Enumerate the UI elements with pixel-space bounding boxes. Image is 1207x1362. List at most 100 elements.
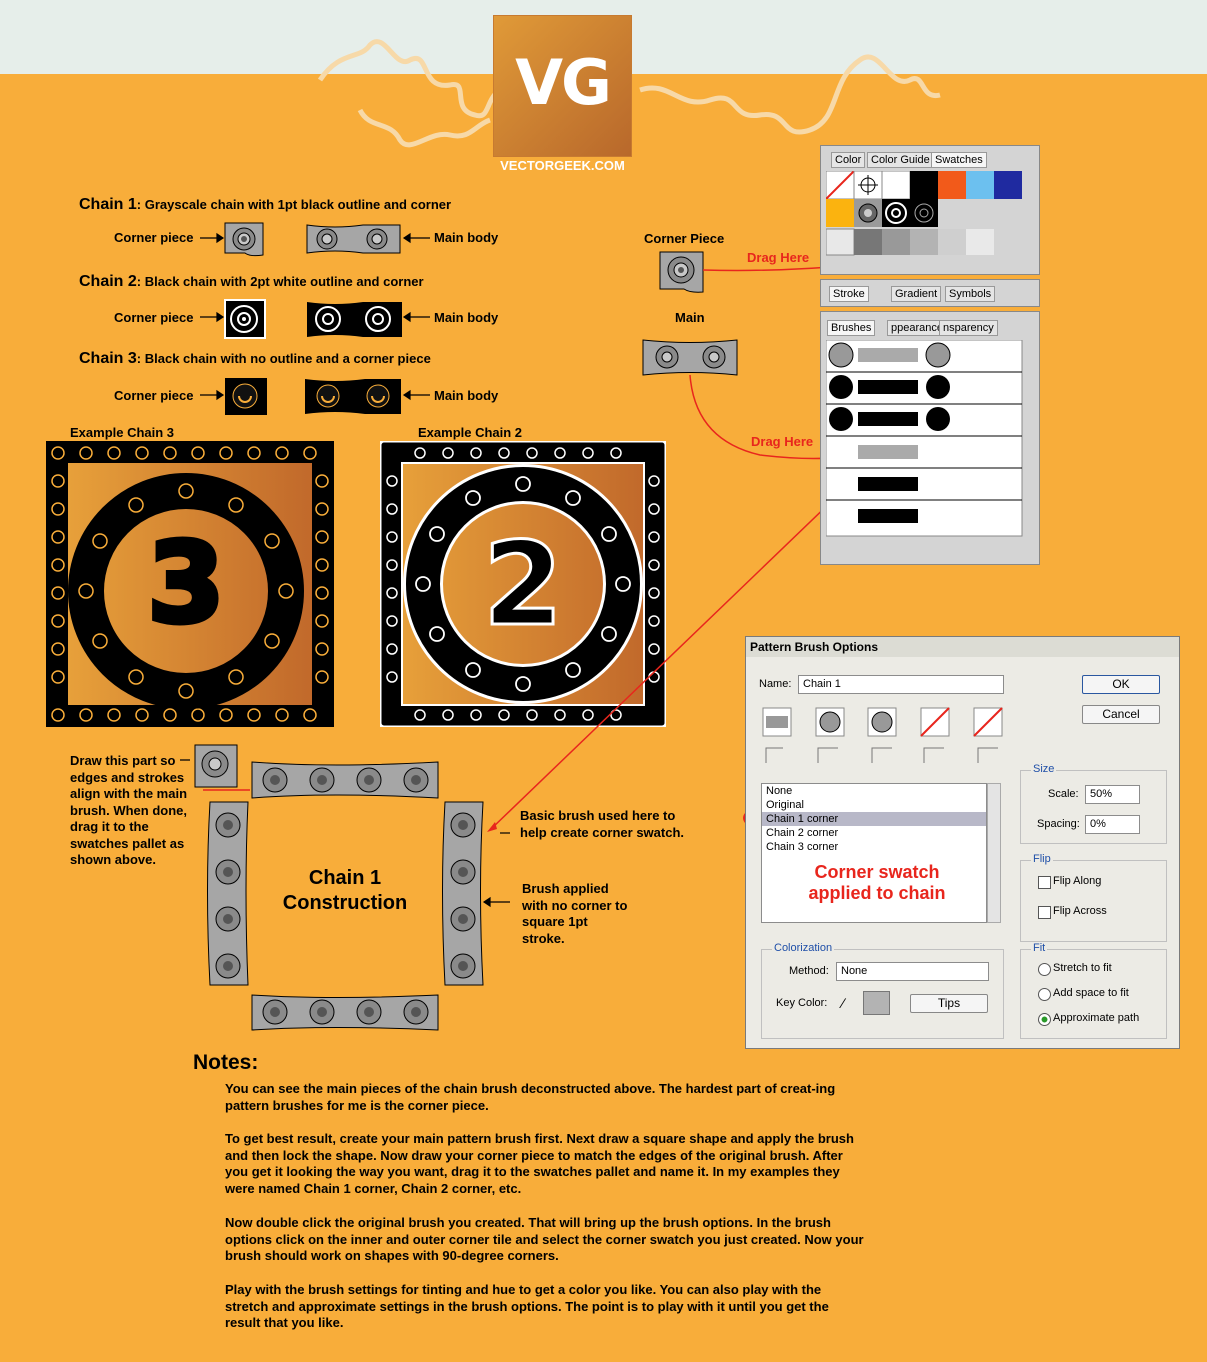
scale-label: Scale: [1048, 788, 1079, 800]
chain1-main-body [306, 224, 401, 254]
brush-list[interactable] [826, 340, 1026, 540]
ok-button[interactable]: OK [1082, 675, 1160, 694]
flip-title: Flip [1031, 853, 1053, 865]
chain2-corner-label: Corner piece [114, 310, 194, 325]
tile-list-item[interactable]: Chain 2 corner [766, 827, 839, 839]
arrows [200, 232, 225, 401]
construction-title: Chain 1 Construction [260, 866, 430, 916]
tab-color[interactable]: Color [831, 152, 866, 168]
chain1-desc: : Grayscale chain with 1pt black outline… [136, 197, 452, 212]
construction-title-line2: Construction [282, 892, 408, 914]
drag-here-label-2: Drag Here [751, 434, 814, 449]
tab-brushes[interactable]: Brushes [827, 320, 876, 336]
method-label: Method: [789, 965, 829, 977]
method-select[interactable]: None [836, 962, 989, 981]
draw-note: Draw this part so edges and strokes alig… [70, 753, 188, 867]
chain3-corner-piece [225, 378, 267, 415]
notes-heading: Notes: [193, 1051, 259, 1074]
add-space-radio[interactable] [1038, 988, 1051, 1001]
tab-appearance[interactable]: ppearance [887, 320, 947, 336]
dialog-title: Pattern Brush Options [746, 637, 1179, 657]
fit-title: Fit [1031, 942, 1048, 954]
chain1-title: Chain 1: Grayscale chain with 1pt black … [79, 196, 451, 214]
tile-list-item-selected[interactable]: Chain 1 corner [762, 812, 986, 826]
vectorgeek-logo[interactable]: VG [494, 16, 631, 156]
tab-color-guide[interactable]: Color Guide [867, 152, 934, 168]
spacing-field[interactable]: 0% [1085, 815, 1140, 834]
flip-group: Flip Flip Along Flip Across [1020, 853, 1167, 942]
chain-samples [200, 222, 402, 415]
tips-button[interactable]: Tips [910, 994, 988, 1013]
flip-across-label: Flip Across [1053, 905, 1107, 917]
list-scrollbar[interactable] [987, 783, 1001, 923]
tab-transparency[interactable]: nsparency [939, 320, 998, 336]
scale-field[interactable]: 50% [1085, 785, 1140, 804]
decorative-squiggle [317, 39, 941, 148]
brushes-panel: Brushes ppearance nsparency [820, 311, 1040, 565]
example-chain-3: 3 [46, 441, 334, 727]
corner-swatch-annotation: Corner swatch applied to chain [782, 862, 972, 904]
fit-group: Fit Stretch to fit Add space to fit Appr… [1020, 942, 1167, 1039]
flip-along-checkbox[interactable] [1038, 876, 1051, 889]
drag-here-label-1: Drag Here [747, 250, 810, 265]
construction-title-line1: Chain 1 [308, 867, 382, 889]
construction-diagram [180, 744, 510, 1031]
eyedropper-icon[interactable]: ∕ [842, 995, 845, 1011]
notes-paragraph-3: Now double click the original brush you … [225, 1215, 864, 1263]
tile-swatch-list[interactable]: None Original Chain 1 corner Chain 2 cor… [761, 783, 987, 923]
tile-buttons[interactable] [758, 703, 1008, 773]
stroke-panel: Stroke Gradient Symbols [820, 279, 1040, 307]
chain1-corner-label: Corner piece [114, 230, 194, 245]
flip-across-checkbox[interactable] [1038, 906, 1051, 919]
swatch-grid[interactable] [826, 171, 1026, 261]
stretch-radio[interactable] [1038, 963, 1051, 976]
tile-list-item[interactable]: Chain 3 corner [766, 841, 839, 853]
main-body-arrows [402, 232, 430, 401]
chain2-main-label: Main body [434, 310, 499, 325]
tab-gradient[interactable]: Gradient [891, 286, 942, 302]
key-color-label: Key Color: [776, 997, 828, 1009]
example2-digit: 2 [483, 518, 563, 652]
tab-stroke[interactable]: Stroke [829, 286, 869, 302]
drag-pieces[interactable] [640, 245, 750, 380]
colorization-title: Colorization [772, 942, 835, 954]
tab-swatches[interactable]: Swatches [931, 152, 987, 168]
name-field[interactable]: Chain 1 [798, 675, 1004, 694]
tile-list-item[interactable]: None [766, 785, 793, 797]
chain3-main-body [305, 379, 401, 414]
approximate-radio[interactable] [1038, 1013, 1051, 1026]
cancel-button[interactable]: Cancel [1082, 705, 1160, 724]
chain3-name: Chain 3 [79, 350, 137, 367]
size-title: Size [1031, 763, 1057, 775]
name-label: Name: [759, 678, 792, 690]
chain3-corner-label: Corner piece [114, 388, 194, 403]
logo-text: VG [515, 46, 612, 119]
example3-label: Example Chain 3 [70, 425, 175, 440]
tile-list-item[interactable]: Original [766, 799, 804, 811]
chain2-corner-piece [224, 299, 266, 339]
example-chain-2: 2 [380, 441, 666, 727]
chain2-desc: : Black chain with 2pt white outline and… [136, 274, 424, 289]
chain3-title: Chain 3: Black chain with no outline and… [79, 350, 431, 368]
chain1-name: Chain 1 [79, 196, 137, 213]
chain3-desc: : Black chain with no outline and a corn… [136, 351, 431, 366]
annotation-line1: Corner swatch [814, 862, 940, 882]
notes-paragraph-2: To get best result, create your main pat… [225, 1131, 854, 1196]
key-color-swatch[interactable] [863, 991, 890, 1015]
pattern-brush-options-dialog: Pattern Brush Options Name: Chain 1 OK C… [745, 636, 1180, 1049]
brush-applied-note: Brush applied with no corner to square 1… [522, 881, 628, 946]
draggable-corner-piece [659, 251, 704, 293]
main-label: Main [675, 310, 705, 325]
notes-paragraph-4: Play with the brush settings for tinting… [225, 1282, 829, 1330]
tab-symbols[interactable]: Symbols [945, 286, 996, 302]
approximate-label: Approximate path [1053, 1012, 1140, 1024]
chain2-name: Chain 2 [79, 273, 137, 290]
basic-brush-note: Basic brush used here to help create cor… [520, 808, 685, 840]
logo-url: VECTORGEEK.COM [500, 158, 625, 173]
colorization-group: Colorization Method: None Key Color: ∕ T… [761, 942, 1004, 1039]
chain3-main-label: Main body [434, 388, 499, 403]
chain1-corner-piece [224, 222, 264, 257]
draggable-main-piece [642, 339, 738, 376]
swatches-panel: Color Color Guide Swatches [820, 145, 1040, 275]
annotation-line2: applied to chain [808, 883, 946, 903]
